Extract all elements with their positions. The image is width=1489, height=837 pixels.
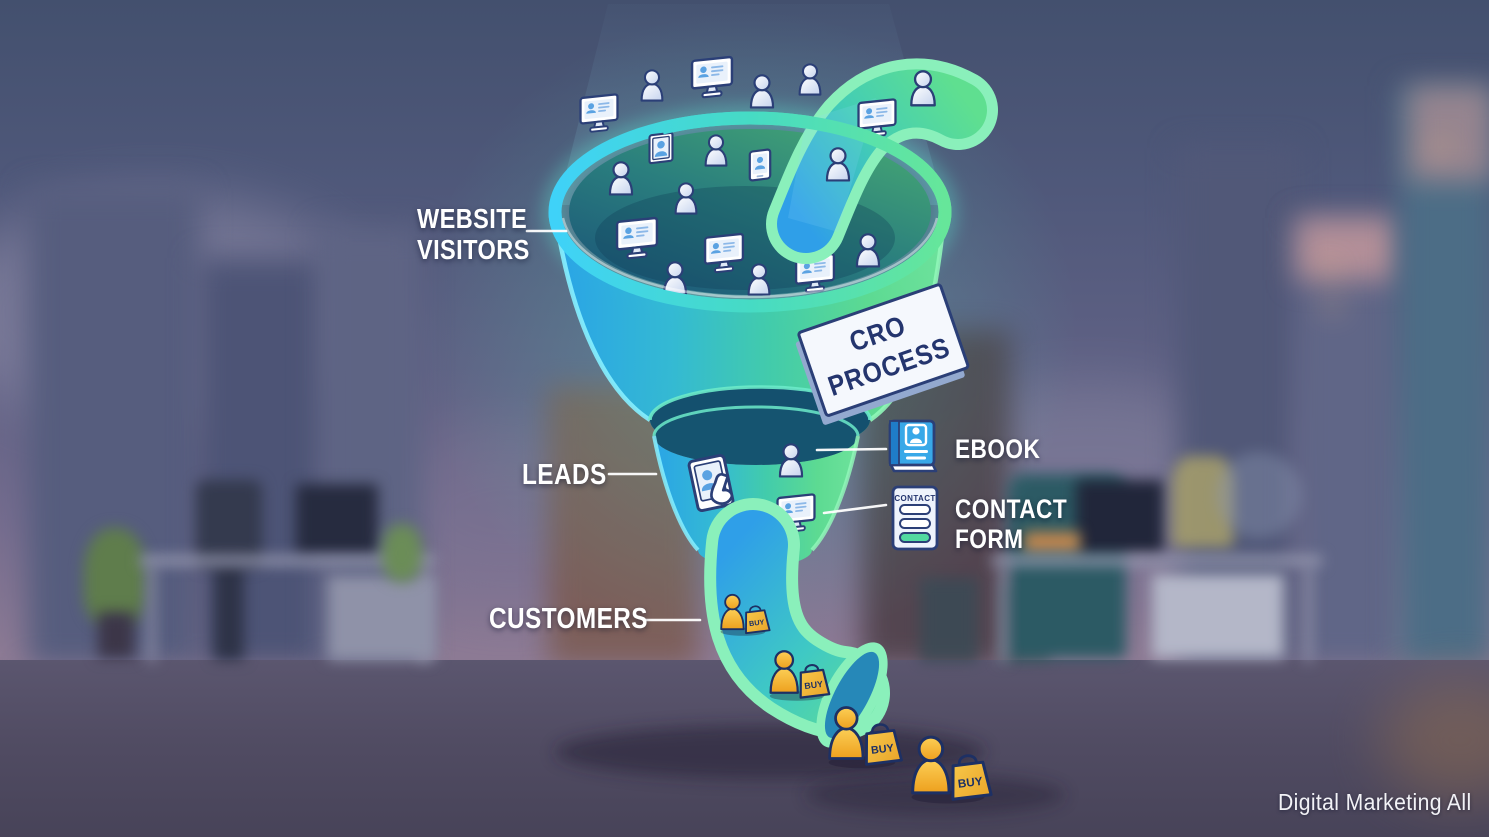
- stage-label-website-visitors: WEBSITE VISITORS: [417, 203, 530, 266]
- desk: [992, 556, 1322, 565]
- building-sunlit-top: [1296, 218, 1400, 280]
- stage-label-leads: LEADS: [522, 459, 607, 491]
- connector-contact-form: [822, 503, 888, 515]
- desk-lamp: [1172, 456, 1234, 548]
- office-chair: [196, 480, 262, 568]
- window-light: [1322, 300, 1342, 311]
- desk-leg: [148, 565, 155, 662]
- building-sunlit-top: [1408, 86, 1489, 181]
- desk-leg: [1000, 565, 1007, 662]
- cabinet: [328, 576, 436, 660]
- book-stack: [1024, 532, 1080, 552]
- cro-process-sign: CRO PROCESS: [795, 283, 970, 425]
- cabinet: [1152, 574, 1284, 658]
- office-chair-base: [214, 560, 244, 660]
- tablet-icon: [748, 148, 772, 182]
- photo-card-icon: [648, 131, 674, 165]
- plant: [84, 528, 146, 623]
- lead-magnet-label-contact-form: CONTACT FORM: [955, 494, 1068, 555]
- contact-form-icon: CONTACT: [891, 485, 939, 551]
- desk-leg: [1305, 565, 1312, 662]
- desk: [140, 556, 435, 565]
- window-light: [1320, 262, 1340, 273]
- monitor-silhouette: [296, 484, 378, 556]
- ebook-icon: [888, 419, 938, 473]
- funnel-rim-front: [548, 211, 952, 313]
- monitor-silhouette: [1076, 480, 1164, 554]
- glass-globe: [1216, 452, 1302, 538]
- plant-pot: [98, 612, 134, 658]
- watermark: Digital Marketing All: [1278, 789, 1472, 815]
- window-light: [1428, 142, 1452, 154]
- contact-form-icon-header: CONTACT: [894, 494, 935, 503]
- connector-ebook: [815, 447, 888, 452]
- lead-magnet-label-ebook: EBOOK: [955, 434, 1041, 464]
- building: [1398, 86, 1489, 666]
- building: [1296, 218, 1400, 666]
- plant: [382, 524, 422, 582]
- stage-label-customers: CUSTOMERS: [489, 603, 648, 635]
